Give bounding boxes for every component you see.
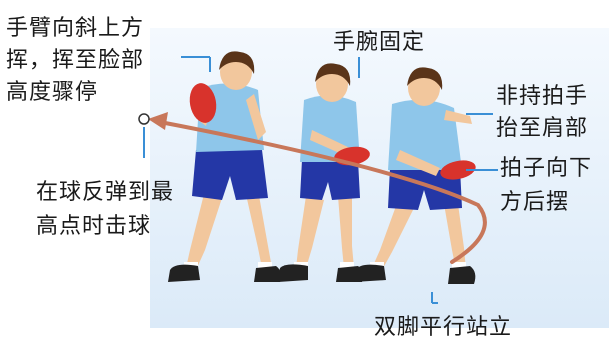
label-hit-ball-2: 高点时击球 bbox=[36, 214, 152, 239]
label-hit-ball-1: 在球反弹到最 bbox=[36, 180, 175, 205]
ball bbox=[138, 113, 150, 125]
label-wrist-fixed: 手腕固定 bbox=[333, 30, 426, 55]
label-paddle-2: 方后摆 bbox=[500, 190, 570, 215]
label-free-hand-2: 抬至肩部 bbox=[496, 116, 589, 141]
swing-arrow bbox=[158, 120, 487, 264]
player-figure-3 bbox=[354, 67, 476, 284]
label-paddle-1: 拍子向下 bbox=[500, 156, 593, 181]
swing-arrow-head bbox=[148, 112, 168, 130]
label-arm-swing-2: 挥，挥至脸部 bbox=[6, 48, 145, 73]
label-arm-swing-3: 高度骤停 bbox=[6, 80, 99, 105]
player-figure-1 bbox=[168, 51, 282, 282]
label-free-hand-1: 非持拍手 bbox=[496, 84, 589, 109]
label-arm-swing-1: 手臂向斜上方 bbox=[6, 16, 145, 41]
label-feet: 双脚平行站立 bbox=[374, 315, 513, 340]
callout-lines bbox=[143, 56, 498, 304]
